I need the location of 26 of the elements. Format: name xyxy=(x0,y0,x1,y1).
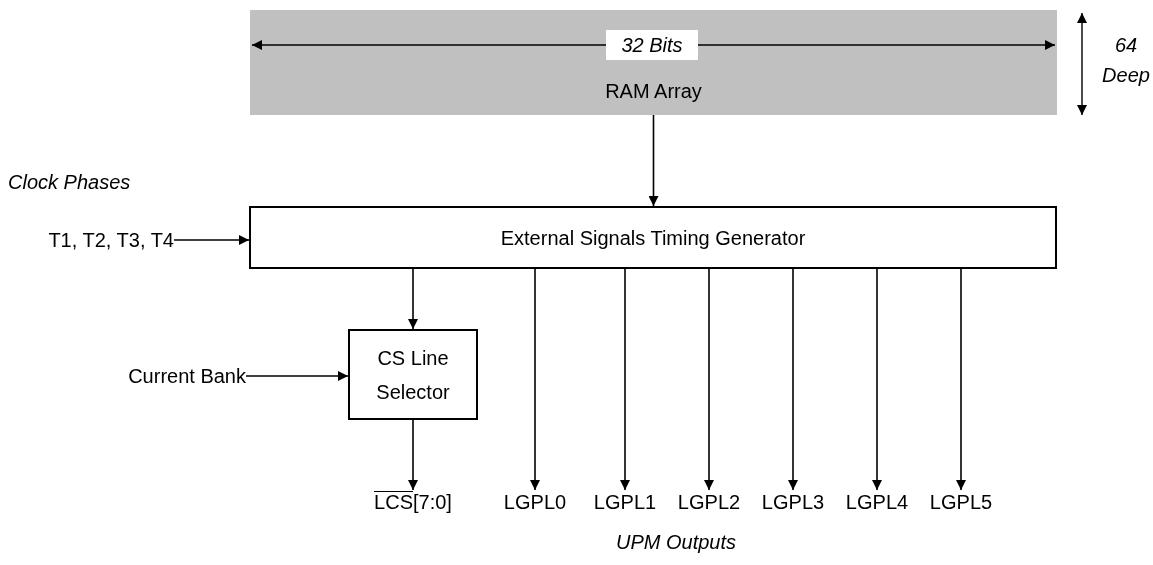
dimension-label: 64 Deep xyxy=(1101,33,1151,88)
signal-label: LGPL1 xyxy=(585,490,665,514)
signal-label: LGPL2 xyxy=(669,490,749,514)
signal-label: LGPL5 xyxy=(921,490,1001,514)
arrow xyxy=(788,268,798,491)
signal-label: LGPL3 xyxy=(753,490,833,514)
signal-label: LGPL4 xyxy=(837,490,917,514)
arrow xyxy=(620,268,630,491)
signal-label: Current Bank xyxy=(98,364,246,388)
arrow xyxy=(648,114,659,207)
arrow xyxy=(956,268,966,491)
arrow xyxy=(704,268,714,491)
signal-label: LGPL0 xyxy=(495,490,575,514)
signal-group-heading: Clock Phases xyxy=(8,170,131,194)
arrow xyxy=(408,419,418,491)
arrow xyxy=(173,235,250,245)
signal-label: T1, T2, T3, T4 xyxy=(48,228,174,252)
arrow xyxy=(245,371,349,381)
process-box: CS Line Selector xyxy=(348,329,478,420)
process-box: External Signals Timing Generator xyxy=(249,206,1057,269)
dimension-label: 32 Bits xyxy=(606,30,698,60)
arrow xyxy=(530,268,540,491)
group-caption: UPM Outputs xyxy=(614,530,737,555)
arrow xyxy=(408,268,418,330)
arrow xyxy=(872,268,882,491)
signal-label: LCS[7:0] xyxy=(363,490,463,514)
